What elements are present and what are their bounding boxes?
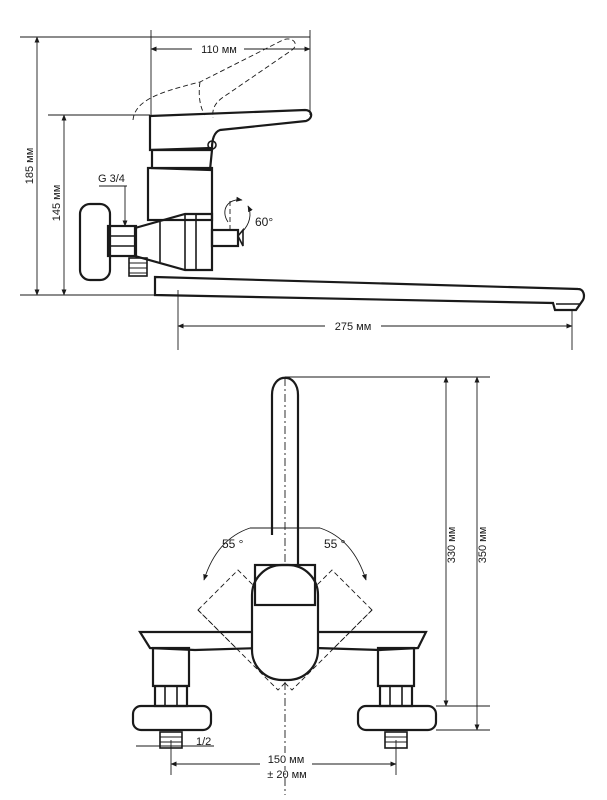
- dimension-top-width: 110 мм: [150, 30, 311, 115]
- dimension-total-height: 185 мм: [24, 36, 40, 296]
- dimension-top-width-label: 110 мм: [201, 44, 237, 56]
- lever-rotation-angles: 55 ° 55 °: [203, 527, 367, 581]
- lever-handle: [148, 108, 313, 152]
- dimension-inner-height: 330 мм: [443, 376, 458, 707]
- swivel-angle-label: 60°: [255, 215, 273, 229]
- thread-label-half: 1/2: [196, 736, 211, 748]
- dimension-spout-length: 275 мм: [177, 290, 573, 350]
- inlet-connector: [78, 202, 148, 282]
- dimension-center-distance: 150 мм ± 20 мм: [170, 753, 397, 781]
- diverter-pin: 60°: [210, 196, 273, 248]
- dimension-total-height-label: 185 мм: [24, 148, 36, 185]
- dimension-outer-height: 350 мм: [474, 376, 489, 731]
- front-view: 55 ° 55 °: [131, 376, 490, 795]
- dimension-inner-height-label: 330 мм: [446, 527, 458, 564]
- thread-callout-g34: G 3/4: [98, 173, 128, 227]
- side-view: 110 мм 185 мм 145 мм: [20, 30, 586, 350]
- thread-label: G 3/4: [98, 173, 125, 185]
- dimension-center-distance-label: 150 мм: [268, 754, 305, 766]
- left-inlet-leg: [131, 646, 213, 749]
- dimension-inlet-height: 145 мм: [51, 114, 67, 296]
- angle-left-label: 55 °: [222, 537, 244, 551]
- thread-callout-half: 1/2: [136, 736, 214, 748]
- lever-raised-outline: [132, 38, 296, 121]
- right-inlet-leg: [356, 646, 438, 749]
- front-body-base: [138, 563, 428, 682]
- mixer-body: [133, 148, 214, 272]
- dimension-outer-height-label: 350 мм: [477, 527, 489, 564]
- spout-long: [153, 275, 586, 312]
- dimension-spout-length-label: 275 мм: [335, 321, 372, 333]
- dimension-tolerance-label: ± 20 мм: [267, 769, 307, 781]
- angle-right-label: 55 °: [324, 537, 346, 551]
- dimension-inlet-height-label: 145 мм: [51, 185, 63, 222]
